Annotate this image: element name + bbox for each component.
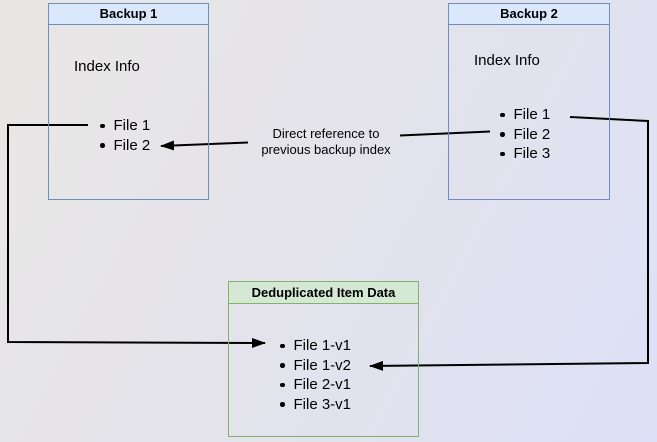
- file-item: File 1-v2: [276, 356, 351, 376]
- backup1-title: Backup 1: [49, 4, 208, 25]
- file-item: File 1: [496, 105, 550, 125]
- backup2-title: Backup 2: [449, 4, 609, 25]
- file-item: File 2: [96, 136, 150, 156]
- bullet-icon: [500, 112, 505, 117]
- reference-annotation-line1: Direct reference to: [272, 126, 380, 141]
- file-item-label: File 3: [513, 145, 551, 163]
- bullet-icon: [280, 402, 285, 407]
- file-item-label: File 1: [513, 106, 551, 124]
- file-item-label: File 2: [513, 125, 551, 143]
- file-item-label: File 1-v2: [293, 356, 352, 374]
- bullet-icon: [100, 123, 105, 128]
- file-item: File 2-v1: [276, 375, 351, 395]
- bullet-icon: [280, 382, 285, 387]
- file-item: File 1-v1: [276, 336, 351, 356]
- file-item-label: File 1-v1: [293, 337, 352, 355]
- file-item: File 1: [96, 116, 150, 136]
- bullet-icon: [500, 151, 505, 156]
- backup1-node: Backup 1: [48, 3, 209, 200]
- bullet-icon: [280, 363, 285, 368]
- file-item: File 3: [496, 144, 550, 164]
- file-item-label: File 3-v1: [293, 395, 352, 413]
- backup2-node: Backup 2: [448, 3, 610, 200]
- bullet-icon: [280, 343, 285, 348]
- bullet-icon: [100, 143, 105, 148]
- reference-annotation: Direct reference to previous backup inde…: [246, 126, 406, 158]
- file-item: File 3-v1: [276, 395, 351, 415]
- dedup-node: Deduplicated Item Data: [228, 281, 419, 437]
- backup1-heading: Index Info: [74, 58, 140, 75]
- file-item-label: File 2-v1: [293, 376, 352, 394]
- file-item-label: File 1: [113, 117, 151, 135]
- file-item: File 2: [496, 125, 550, 145]
- dedup-title: Deduplicated Item Data: [229, 282, 418, 304]
- backup2-heading: Index Info: [474, 52, 540, 69]
- reference-annotation-line2: previous backup index: [261, 142, 391, 157]
- file-item-label: File 2: [113, 136, 151, 154]
- bullet-icon: [500, 132, 505, 137]
